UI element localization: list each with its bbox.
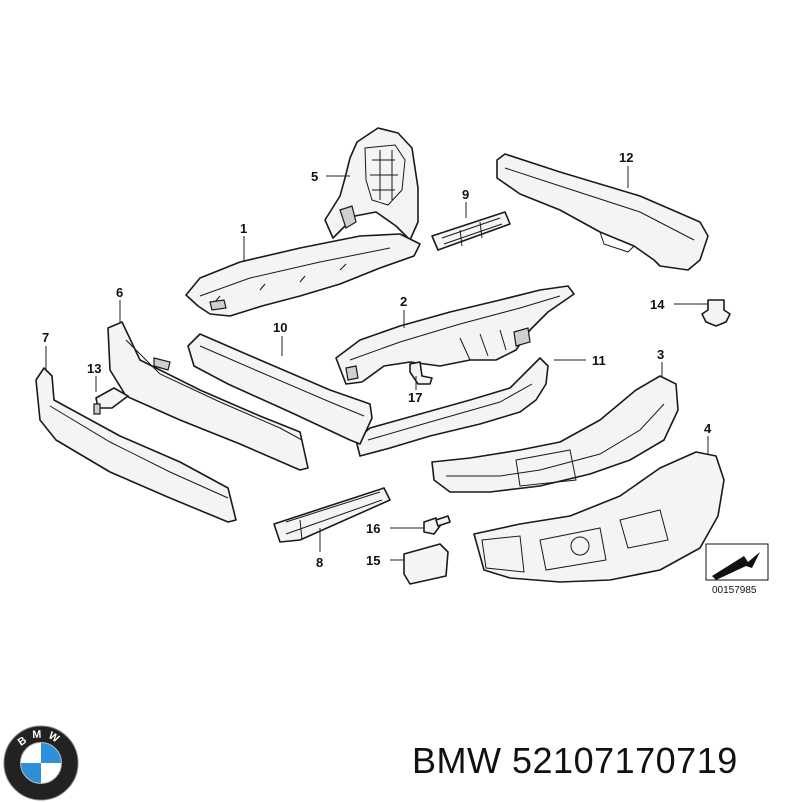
callout-10: 10 [273, 320, 287, 335]
bmw-logo: BMW [3, 725, 79, 801]
callout-3: 3 [657, 347, 664, 362]
part-11 [355, 357, 549, 457]
callout-14: 14 [650, 297, 665, 312]
brand-name: BMW [412, 740, 502, 781]
part-10 [187, 333, 373, 445]
callout-17: 17 [408, 390, 422, 405]
brand-part-number: BMW 52107170719 [412, 740, 738, 782]
callout-9: 9 [462, 187, 469, 202]
callout-11: 11 [592, 353, 606, 368]
part-13 [93, 387, 129, 415]
part-number: 52107170719 [512, 740, 738, 781]
callout-16: 16 [366, 521, 380, 536]
reference-box: 00157985 [705, 543, 769, 596]
part-12 [496, 153, 709, 271]
leader-lines [45, 166, 709, 561]
callout-5: 5 [311, 169, 318, 184]
part-1 [185, 233, 421, 317]
callout-labels: 1 2 3 4 5 6 7 8 9 10 11 12 13 14 15 16 1… [42, 150, 712, 570]
part-7 [35, 367, 237, 523]
arrow-icon [712, 552, 760, 580]
reference-code: 00157985 [712, 585, 757, 596]
callout-7: 7 [42, 330, 49, 345]
part-2 [335, 285, 575, 385]
part-8 [273, 487, 391, 543]
part-15 [403, 543, 449, 585]
callout-1: 1 [240, 221, 247, 236]
callout-6: 6 [116, 285, 123, 300]
callout-8: 8 [316, 555, 323, 570]
part-14 [701, 299, 731, 327]
callout-2: 2 [400, 294, 407, 309]
part-4 [473, 451, 725, 583]
part-16 [423, 515, 451, 535]
part-9 [431, 211, 511, 251]
callout-4: 4 [704, 421, 712, 436]
callout-13: 13 [87, 361, 101, 376]
callout-15: 15 [366, 553, 380, 568]
callout-12: 12 [619, 150, 633, 165]
part-3 [431, 375, 679, 493]
part-5 [324, 127, 419, 241]
